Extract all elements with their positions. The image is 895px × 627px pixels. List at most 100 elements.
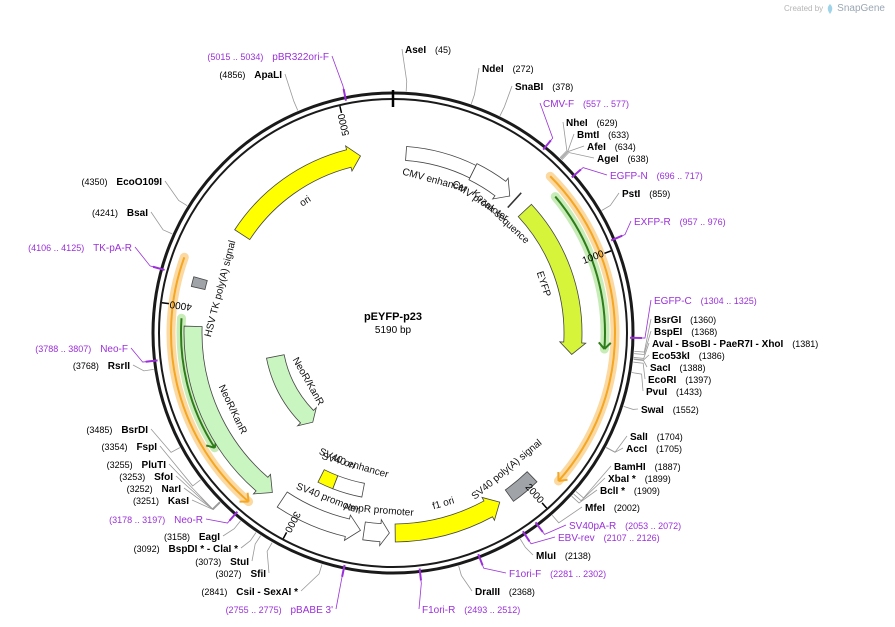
- leader-line: [633, 361, 646, 380]
- site-position: (1381): [792, 339, 818, 349]
- enzyme-label: SnaBI (378): [515, 77, 573, 94]
- enzyme-name: SalI: [630, 432, 648, 443]
- site-position: (3178 .. 3197): [109, 515, 165, 525]
- primer-label: F1ori-F (2281 .. 2302): [509, 564, 606, 581]
- enzyme-label: EcoRI (1397): [648, 370, 711, 387]
- leader-line: [615, 220, 632, 239]
- primer-name: EXFP-R: [634, 217, 671, 228]
- label-gap: [692, 291, 701, 308]
- enzyme-name: XbaI *: [608, 474, 636, 485]
- site-position: (1433): [676, 387, 702, 397]
- leader-line: [499, 85, 513, 117]
- leader-line: [538, 524, 567, 535]
- label-gap: [543, 77, 552, 94]
- created-by-text: Created by: [784, 4, 824, 13]
- primer-name: pBR322ori-F: [272, 52, 329, 63]
- leader-line: [560, 145, 585, 160]
- tick-mark: [339, 105, 343, 114]
- label-gap: [647, 439, 656, 456]
- enzyme-label: AccI (1705): [626, 439, 682, 456]
- tick-mark: [161, 302, 170, 305]
- site-position: (3092): [134, 544, 160, 554]
- overlay-line: [180, 318, 216, 449]
- enzyme-name: BmtI: [577, 130, 599, 141]
- enzyme-label: (3354) FspI: [102, 437, 158, 454]
- tick-mark: [604, 250, 612, 255]
- neo-kan-feature: [183, 325, 273, 495]
- site-position: (3073): [195, 557, 221, 567]
- site-position: (2368): [509, 587, 535, 597]
- f1-ori-label: f1 ori: [431, 495, 455, 512]
- enzyme-name: AseI: [405, 45, 426, 56]
- enzyme-name: KasI: [168, 496, 189, 507]
- leader-line: [539, 102, 554, 147]
- leader-line: [573, 477, 606, 502]
- enzyme-name: FspI: [136, 442, 157, 453]
- label-gap: [165, 510, 174, 527]
- label-gap: [574, 94, 583, 111]
- eyfp-label: EYFP: [534, 270, 553, 299]
- site-position: (3788 .. 3807): [35, 344, 91, 354]
- sv40-enhancer-feature: [332, 475, 365, 498]
- site-position: (638): [628, 154, 649, 164]
- label-gap: [646, 457, 655, 474]
- site-position: (4241): [92, 208, 118, 218]
- primer-name: F1ori-R: [422, 605, 455, 616]
- ampr-promoter-feature: [362, 518, 390, 547]
- site-position: (3253): [119, 472, 145, 482]
- label-gap: [690, 346, 699, 363]
- plasmid-name: pEYFP-p23: [364, 311, 422, 323]
- enzyme-label: (3485) BsrDI: [86, 420, 148, 437]
- enzyme-name: BspEI: [654, 327, 683, 338]
- label-gap: [616, 516, 625, 533]
- enzyme-name: AvaI - BsoBI - PaeR7I - XhoI: [652, 339, 784, 350]
- primer-label: EGFP-N (696 .. 717): [610, 166, 703, 183]
- site-position: (3768): [73, 361, 99, 371]
- label-gap: [619, 149, 628, 166]
- hsv-tk-polya-label: HSV TK poly(A) signal: [203, 239, 238, 338]
- enzyme-name: PstI: [622, 189, 641, 200]
- neo-kan-inner-feature: [266, 354, 318, 427]
- enzyme-name: BclI *: [600, 486, 625, 497]
- primer-name: Neo-F: [100, 344, 128, 355]
- enzyme-name: NheI: [566, 118, 588, 129]
- site-position: (3354): [102, 442, 128, 452]
- leader-line: [561, 152, 595, 160]
- label-gap: [605, 498, 614, 515]
- enzyme-label: (4350) EcoO109I: [82, 172, 163, 189]
- site-position: (3251): [133, 496, 159, 506]
- leader-line: [601, 192, 620, 211]
- label-gap: [282, 600, 291, 617]
- primer-name: TK-pA-R: [93, 243, 132, 254]
- label-gap: [588, 113, 597, 130]
- overlay-arrowhead: [598, 341, 612, 350]
- label-gap: [227, 582, 236, 599]
- leader-line: [551, 506, 583, 524]
- tick-label: 2000: [523, 482, 546, 506]
- site-position: (957 .. 976): [680, 217, 726, 227]
- site-position: (2002): [614, 503, 640, 513]
- enzyme-label: NdeI (272): [482, 59, 534, 76]
- leader-line: [458, 565, 473, 592]
- label-gap: [682, 322, 691, 339]
- label-gap: [133, 455, 142, 472]
- leader-line: [634, 318, 652, 353]
- leader-line: [335, 569, 344, 610]
- label-layer: AseI (45)NdeI (272)SnaBI (378)NheI (629)…: [28, 40, 818, 617]
- leader-line: [623, 406, 639, 410]
- enzyme-name: SfoI: [154, 472, 173, 483]
- label-gap: [426, 40, 435, 57]
- primer-label: EXFP-R (957 .. 976): [634, 212, 726, 229]
- enzyme-name: BspDI * - ClaI *: [169, 544, 239, 555]
- tick-label: 4000: [169, 298, 193, 312]
- enzyme-name: NarI: [162, 484, 182, 495]
- site-position: (1360): [690, 315, 716, 325]
- leader-line: [175, 475, 221, 510]
- enzyme-label: AseI (45): [405, 40, 451, 57]
- site-position: (4350): [82, 177, 108, 187]
- enzyme-label: XbaI * (1899): [608, 469, 671, 486]
- leader-line: [633, 359, 648, 368]
- enzyme-name: AgeI: [597, 154, 619, 165]
- site-position: (3255): [107, 460, 133, 470]
- site-position: (378): [552, 82, 573, 92]
